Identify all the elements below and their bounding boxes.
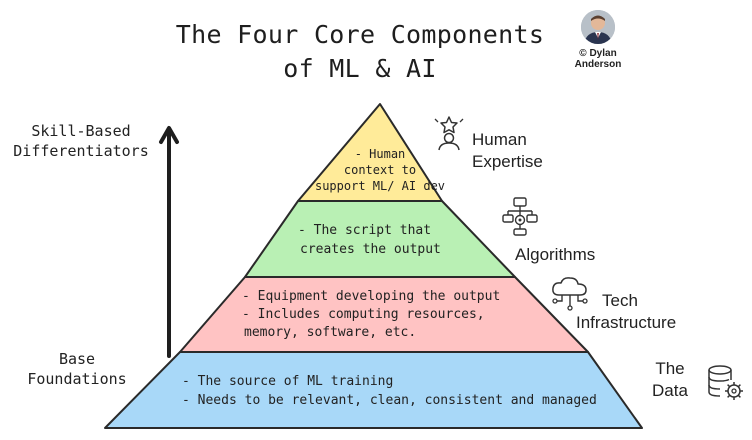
label-line: Human [472, 130, 527, 149]
diagram-title: The Four Core Components of ML & AI [150, 18, 570, 86]
tier-text-tech-infrastructure: - Equipment developing the output - Incl… [242, 288, 542, 342]
label-tech-infrastructure: Tech Infrastructure [576, 290, 676, 334]
tier-text-line: - The source of ML training [182, 374, 394, 389]
label-the-data: The Data [652, 358, 688, 402]
human-expertise-icon [434, 116, 464, 151]
tier-text-algorithms: - The script that creates the output [298, 221, 478, 259]
skill-axis-arrow [159, 126, 179, 358]
cloud-network-icon [552, 277, 588, 311]
tier-text-line: - The script that [298, 223, 432, 238]
axis-bottom-line-2: Foundations [27, 370, 127, 388]
database-gear-icon [708, 365, 743, 400]
axis-top-line-2: Differentiators [13, 142, 149, 160]
axis-bottom-line-1: Base [58, 350, 96, 368]
tier-text-line: context to [343, 163, 417, 177]
tier-text-line: support ML/ AI dev [314, 179, 446, 193]
author-credit: © Dylan Anderson [568, 48, 628, 70]
label-line: Algorithms [515, 245, 596, 264]
algorithm-flowchart-icon [502, 197, 538, 236]
label-line: Infrastructure [576, 313, 677, 332]
label-line: Tech [602, 291, 638, 310]
title-line-2: of ML & AI [283, 54, 437, 83]
credit-line-1: © Dylan [579, 48, 617, 59]
tier-text-human-expertise: - Human context to support ML/ AI dev [305, 146, 455, 194]
label-algorithms: Algorithms [515, 244, 595, 266]
tier-text-line: - Human [354, 147, 406, 161]
tier-text-line: - Needs to be relevant, clean, consisten… [182, 393, 597, 408]
author-avatar [581, 10, 615, 44]
label-line: The [655, 359, 685, 378]
tier-text-line: memory, software, etc. [244, 325, 417, 340]
label-human-expertise: Human Expertise [472, 129, 543, 173]
axis-top-line-1: Skill-Based [31, 122, 131, 140]
axis-bottom-label: Base Foundations [2, 349, 152, 389]
label-line: Expertise [472, 152, 543, 171]
tier-text-the-data: - The source of ML training - Needs to b… [182, 372, 602, 410]
title-line-1: The Four Core Components [175, 20, 545, 49]
tier-the-data [104, 351, 643, 429]
tier-text-line: creates the output [300, 242, 441, 257]
credit-line-2: Anderson [574, 59, 622, 70]
label-line: Data [652, 381, 688, 400]
tier-text-line: - Equipment developing the output [242, 289, 501, 304]
tier-text-line: - Includes computing resources, [242, 307, 485, 322]
axis-top-label: Skill-Based Differentiators [6, 121, 156, 161]
